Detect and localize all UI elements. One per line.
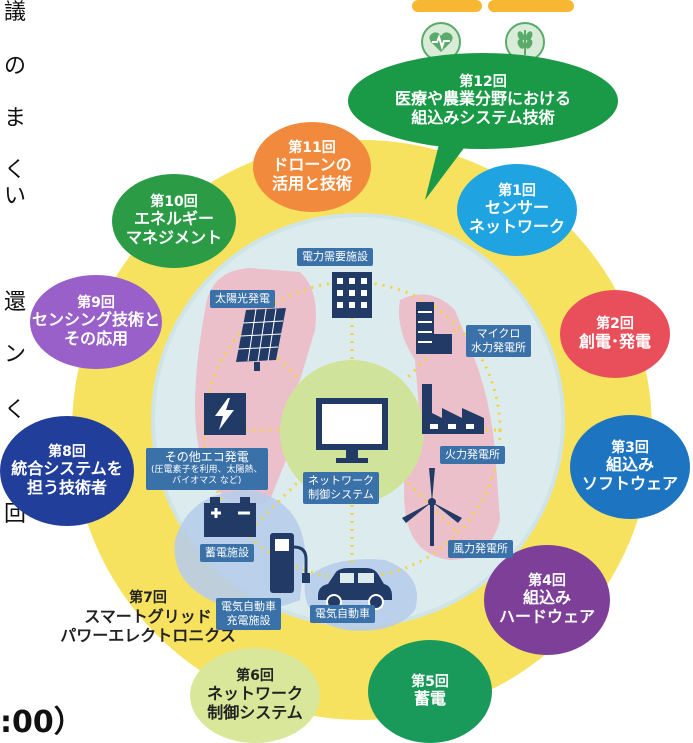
storage-label: 蓄電施設 [200, 544, 254, 562]
session-8-bubble: 第8回 統合システムを 担う技術者 [0, 416, 134, 526]
left-char: く [4, 398, 27, 423]
factory-icon [422, 384, 484, 434]
eco-title: その他エコ発電 [164, 450, 249, 464]
network-control-line: ネットワーク [308, 474, 374, 487]
session-3-bubble: 第3回 組込み ソフトウェア [570, 415, 690, 519]
left-char: 議 [4, 0, 27, 25]
eco-generation-label: その他エコ発電 (圧電素子を利用、太陽熱、 バイオマス など) [146, 448, 268, 490]
session-3-title: ソフトウェア [581, 474, 678, 494]
session-10-title: エネルギー [133, 209, 214, 229]
session-12-title: 医療や農業分野における [394, 89, 571, 109]
left-char: く [4, 158, 27, 183]
hydro-plant-icon [416, 302, 452, 354]
time-text: :00） [0, 705, 84, 740]
left-char: の [4, 54, 27, 79]
network-control-label: ネットワーク 制御システム [303, 472, 379, 504]
session-9-bubble: 第9回 センシング技術と その応用 [30, 275, 162, 369]
network-control-line: 制御システム [308, 487, 374, 501]
session-5-title: 蓄電 [413, 689, 446, 709]
session-3-title: 組込み [605, 455, 654, 475]
top-orange-shape [488, 0, 574, 12]
session-8-title: 統合システムを [11, 459, 123, 479]
session-2-title: 創電･発電 [578, 331, 651, 351]
session-6-bubble: 第6回 ネットワーク 制御システム [190, 648, 320, 743]
wind-plant-label: 風力発電所 [448, 540, 513, 558]
left-char: い [4, 184, 27, 209]
ev-charger-line: 充電施設 [226, 613, 271, 627]
session-7-number: 第7回 [129, 590, 167, 606]
left-char: ま [4, 106, 27, 131]
session-8-number: 第8回 [48, 443, 86, 460]
session-11-number: 第11回 [288, 139, 336, 156]
left-char: 還 [4, 290, 27, 315]
top-orange-shape [412, 0, 482, 12]
session-4-number: 第4回 [528, 572, 566, 589]
heart-monitor-icon [421, 22, 461, 62]
session-3-number: 第3回 [611, 439, 649, 456]
session-12-bubble: 第12回 医療や農業分野における 組込みシステム技術 [348, 53, 618, 149]
session-5-bubble: 第5回 蓄電 [368, 640, 492, 743]
micro-hydro-label: マイクロ 水力発電所 [466, 325, 531, 357]
battery-icon [204, 497, 256, 537]
session-9-title: センシング技術と [31, 310, 160, 330]
ev-label: 電気自動車 [310, 605, 375, 623]
lightning-icon [204, 393, 246, 435]
computer-monitor-icon [316, 398, 388, 463]
session-4-title: ハードウェア [498, 607, 595, 627]
eco-sub: バイオマス など) [172, 476, 242, 487]
bubble-tail [425, 140, 470, 200]
building-icon [332, 272, 372, 318]
session-1-bubble: 第1回 センサー ネットワーク [457, 164, 577, 256]
session-6-title: 制御システム [207, 702, 303, 722]
session-10-title: マネジメント [125, 228, 222, 248]
session-4-title: 組込み [522, 588, 571, 608]
session-6-title: ネットワーク [206, 683, 303, 703]
ev-charger-icon [270, 533, 310, 593]
session-7-label: 第7回 スマートグリッド パワーエレクトロニクス [58, 590, 238, 645]
session-6-number: 第6回 [236, 668, 274, 685]
solar-panel-icon [236, 308, 286, 371]
ev-charger-label: 電気自動車 充電施設 [216, 598, 281, 630]
session-1-title: センサー [484, 198, 549, 218]
session-7-title: パワーエレクトロニクス [60, 625, 236, 645]
session-8-title: 担う技術者 [26, 478, 107, 498]
session-12-title: 組込みシステム技術 [411, 108, 555, 128]
micro-hydro-line: 水力発電所 [471, 340, 526, 354]
session-7-title: スマートグリッド [84, 606, 212, 626]
ev-charger-line: 電気自動車 [221, 600, 276, 613]
session-1-number: 第1回 [498, 182, 536, 199]
wind-turbine-icon [402, 468, 462, 546]
session-10-number: 第10回 [150, 193, 198, 210]
session-2-bubble: 第2回 創電･発電 [560, 290, 670, 378]
micro-hydro-line: マイクロ [476, 327, 521, 340]
session-2-number: 第2回 [596, 316, 634, 333]
eco-sub: (圧電素子を利用、太陽熱、 [151, 465, 263, 475]
session-4-bubble: 第4回 組込み ハードウェア [484, 545, 610, 655]
session-10-bubble: 第10回 エネルギー マネジメント [112, 174, 236, 268]
left-char: ン [4, 342, 27, 367]
session-5-number: 第5回 [411, 673, 449, 690]
demand-facility-label: 電力需要施設 [297, 248, 373, 266]
electric-car-icon [318, 568, 392, 610]
session-11-title: 活用と技術 [271, 174, 352, 194]
solar-label: 太陽光発電 [210, 290, 275, 308]
session-9-title: その応用 [63, 329, 128, 349]
session-9-number: 第9回 [77, 294, 115, 311]
thermal-plant-label: 火力発電所 [440, 446, 505, 464]
session-1-title: ネットワーク [468, 217, 565, 237]
session-11-bubble: 第11回 ドローンの 活用と技術 [253, 122, 371, 212]
session-12-number: 第12回 [459, 73, 507, 90]
session-11-title: ドローンの [272, 155, 352, 175]
